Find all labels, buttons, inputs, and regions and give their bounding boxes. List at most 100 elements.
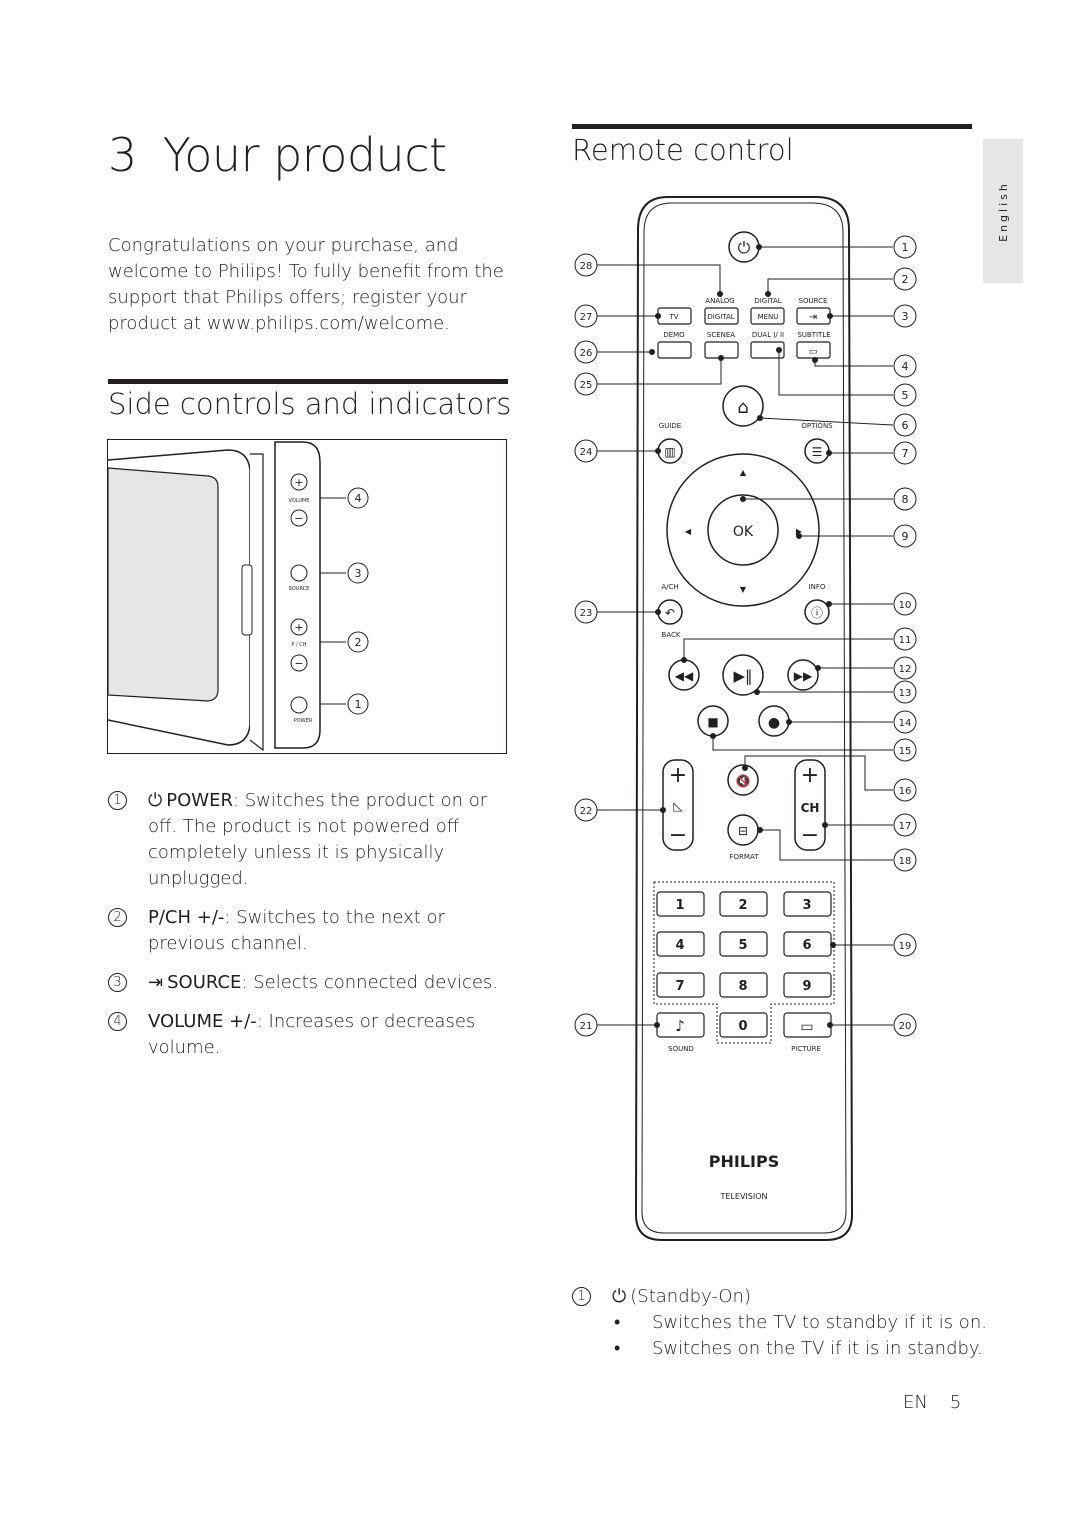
section-rule-side — [108, 379, 508, 384]
label-dual: DUAL I/ II — [752, 331, 784, 339]
dual-button[interactable] — [750, 341, 785, 359]
left-arrow-icon: ◀ — [685, 527, 692, 536]
label-format: FORMAT — [730, 853, 760, 861]
digital-button-label: DIGITAL — [707, 313, 734, 321]
volume-label: VOLUME — [289, 498, 310, 504]
callout-28: 28 — [580, 261, 593, 272]
power-label: POWER — [294, 718, 313, 724]
key-label: 8 — [738, 979, 747, 994]
play-pause-button[interactable] — [722, 654, 764, 696]
home-button[interactable] — [722, 385, 764, 427]
key-label: 4 — [675, 938, 684, 953]
intro-paragraph: Congratulations on your purchase, and we… — [108, 235, 504, 334]
mute-icon: 🔇 — [736, 774, 751, 788]
key-5[interactable] — [719, 931, 768, 957]
info-button[interactable] — [804, 599, 830, 625]
menu-button[interactable] — [750, 307, 785, 325]
side-callout-2: 2 — [355, 636, 362, 649]
callout-5: 5 — [902, 389, 909, 402]
label-info: INFO — [809, 583, 826, 591]
callout-22: 22 — [580, 806, 593, 817]
item-text: : Selects connected devices. — [241, 972, 499, 993]
digital-button[interactable] — [704, 307, 739, 325]
source-icon: ⇥ — [148, 972, 164, 993]
music-note-icon: ♪ — [675, 1017, 685, 1035]
brand-subtitle: TELEVISION — [719, 1192, 767, 1201]
forward-button[interactable] — [787, 659, 819, 691]
item-label: P/CH +/- — [148, 907, 225, 928]
options-icon: ☰ — [812, 445, 823, 459]
callout-4: 4 — [902, 360, 909, 373]
callout-2: 2 — [902, 273, 909, 286]
volume-icon: ◺ — [673, 799, 683, 813]
callout-16: 16 — [899, 786, 912, 797]
volume-down-icon: − — [669, 823, 687, 848]
item-text: : Switches the product on or off. The pr… — [148, 790, 488, 889]
callout-13: 13 — [899, 688, 912, 699]
home-icon: ⌂ — [737, 397, 748, 418]
key-4[interactable] — [656, 931, 705, 957]
item-number: 1 — [108, 791, 127, 810]
svg-text:+: + — [294, 621, 303, 634]
item-number: 2 — [108, 908, 127, 927]
volume-rocker[interactable] — [662, 759, 694, 851]
key-3[interactable] — [783, 891, 832, 917]
key-9[interactable] — [783, 972, 832, 998]
play-pause-icon: ▶‖ — [733, 667, 752, 685]
label-digital: DIGITAL — [754, 297, 781, 305]
record-icon: ● — [768, 715, 780, 731]
svg-text:+: + — [294, 476, 303, 489]
key-1[interactable] — [656, 891, 705, 917]
item-number: 4 — [108, 1012, 127, 1031]
guide-icon: ▥ — [664, 445, 675, 459]
stop-icon: ■ — [707, 715, 718, 729]
key-label: 6 — [802, 938, 811, 953]
standby-label: (Standby-On) — [630, 1286, 751, 1307]
demo-button[interactable] — [657, 341, 692, 359]
label-source: SOURCE — [799, 297, 828, 305]
chapter-title-text: Your product — [162, 128, 447, 182]
ok-button[interactable] — [707, 494, 779, 566]
key-label: 1 — [675, 898, 684, 913]
label-options: OPTIONS — [801, 422, 833, 430]
side-controls-list: 1⏻POWER: Switches the product on or off.… — [108, 788, 518, 1074]
side-section-title: Side controls and indicators — [108, 387, 512, 421]
side-callout-3: 3 — [355, 567, 362, 580]
list-item: Switches the TV to standby if it is on. — [612, 1310, 992, 1336]
callout-19: 19 — [899, 941, 912, 952]
svg-text:−: − — [294, 657, 303, 670]
remote-body — [634, 196, 854, 1241]
callout-18: 18 — [899, 856, 912, 867]
key-label: 7 — [675, 979, 684, 994]
key-label: 9 — [802, 979, 811, 994]
forward-icon: ▶▶ — [794, 669, 813, 683]
list-item: 1⏻POWER: Switches the product on or off.… — [108, 788, 518, 892]
channel-rocker[interactable] — [794, 759, 826, 851]
keypad-frame — [653, 881, 835, 1044]
label-sound: SOUND — [668, 1045, 694, 1053]
key-2[interactable] — [719, 891, 768, 917]
power-icon: ⏻ — [148, 790, 163, 811]
pch-label: P / CH — [291, 642, 306, 648]
down-arrow-icon: ▼ — [740, 585, 747, 594]
key-7[interactable] — [656, 972, 705, 998]
list-item: Switches on the TV if it is in standby. — [612, 1336, 992, 1362]
callout-9: 9 — [902, 530, 909, 543]
mute-button[interactable] — [727, 764, 759, 796]
key-0[interactable] — [719, 1012, 768, 1038]
callout-10: 10 — [899, 600, 912, 611]
page-number: 5 — [949, 1392, 962, 1413]
callout-14: 14 — [899, 718, 912, 729]
key-8[interactable] — [719, 972, 768, 998]
callout-7: 7 — [902, 447, 909, 460]
right-arrow-icon: ▶ — [796, 527, 803, 536]
label-ach: A/CH — [661, 583, 678, 591]
callout-11: 11 — [899, 635, 912, 646]
remote-section-title: Remote control — [572, 133, 794, 167]
label-demo: DEMO — [663, 331, 685, 339]
picture-icon: ▭ — [800, 1019, 813, 1035]
svg-text:−: − — [294, 512, 303, 525]
